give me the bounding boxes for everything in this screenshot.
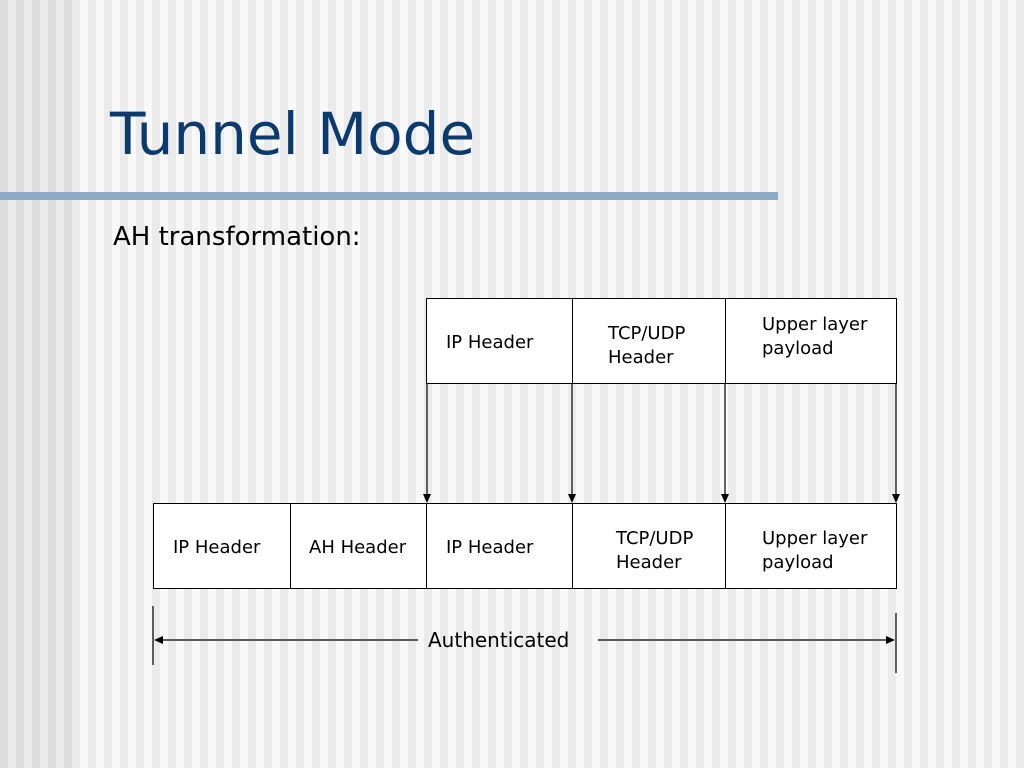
inner-payload-cell xyxy=(725,503,897,589)
original-tcp-udp-header-cell xyxy=(572,298,726,384)
auth-arrowhead-left xyxy=(154,636,163,644)
new-ip-header-cell xyxy=(153,503,291,589)
ah-header-cell xyxy=(290,503,427,589)
inner-payload-label: Upper layer payload xyxy=(762,528,868,573)
arrowhead-tcp xyxy=(568,494,576,503)
original-payload-label: Upper layer payload xyxy=(762,314,868,359)
original-payload-cell xyxy=(725,298,897,384)
inner-ip-header-label: IP Header xyxy=(446,537,534,558)
slide-subtitle: AH transformation: xyxy=(113,222,361,252)
inner-tcp-udp-header-label: TCP/UDP Header xyxy=(616,528,694,573)
arrowhead-payload-start xyxy=(721,494,729,503)
background-stripe-band xyxy=(0,0,80,768)
auth-arrowhead-right xyxy=(886,636,895,644)
authenticated-label: Authenticated xyxy=(428,628,570,652)
title-underline xyxy=(0,192,778,200)
arrowhead-payload-end xyxy=(892,494,900,503)
ah-header-label: AH Header xyxy=(309,537,407,558)
original-ip-header-label: IP Header xyxy=(446,332,534,353)
slide-title: Tunnel Mode xyxy=(110,100,476,168)
original-ip-header-cell xyxy=(426,298,573,384)
original-tcp-udp-header-label: TCP/UDP Header xyxy=(608,323,686,368)
arrowhead-ip xyxy=(423,494,431,503)
new-ip-header-label: IP Header xyxy=(173,537,261,558)
